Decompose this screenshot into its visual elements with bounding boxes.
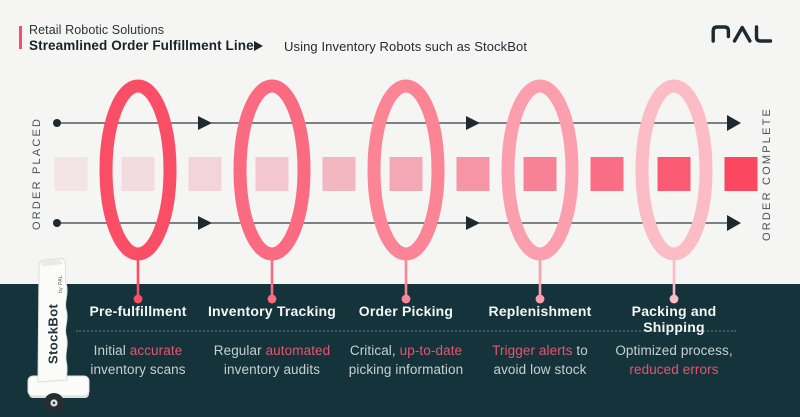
page-title: Streamlined Order Fulfillment Line bbox=[29, 38, 254, 53]
flow-arrowheads bbox=[198, 115, 741, 231]
header-eyebrow: Retail Robotic Solutions bbox=[29, 23, 165, 37]
stage-title: Replenishment bbox=[488, 303, 592, 319]
flow-start-dots bbox=[53, 119, 61, 227]
stage-title: Inventory Tracking bbox=[207, 303, 337, 319]
robot-wheel-axle bbox=[52, 401, 56, 405]
header: Retail Robotic Solutions Streamlined Ord… bbox=[29, 23, 254, 53]
logo-letter-a bbox=[732, 25, 752, 43]
stage-column-pre-fulfillment: Pre-fulfillment Initial accurate invento… bbox=[71, 303, 205, 379]
stage-column-inventory-tracking: Inventory Tracking Regular automated inv… bbox=[205, 303, 339, 379]
stage-column-packing-shipping: Packing and Shipping Optimized process, … bbox=[607, 303, 741, 379]
stage-description: Initial accurate inventory scans bbox=[90, 343, 186, 377]
order-complete-label: ORDER COMPLETE bbox=[761, 106, 773, 242]
stage-title: Pre-fulfillment bbox=[89, 303, 187, 319]
play-triangle-icon bbox=[254, 41, 263, 51]
flow-lines bbox=[57, 122, 734, 224]
panel-dotted-separator bbox=[76, 330, 736, 332]
pal-logo bbox=[711, 25, 773, 43]
stage-description: Trigger alerts to avoid low stock bbox=[492, 343, 588, 377]
stockbot-robot-illustration: by PAL StockBot bbox=[27, 257, 90, 413]
header-subtitle: Using Inventory Robots such as StockBot bbox=[284, 39, 528, 54]
bottom-panel bbox=[0, 284, 800, 417]
logo-letter-p bbox=[711, 25, 731, 43]
robot-top-face bbox=[40, 259, 63, 267]
robot-byline: by PAL bbox=[58, 275, 64, 293]
conveyor-squares bbox=[54, 157, 758, 191]
stage-description: Optimized process, reduced errors bbox=[615, 343, 733, 377]
stage-column-order-picking: Order Picking Critical, up-to-date picki… bbox=[339, 303, 473, 379]
stage-title: Order Picking bbox=[358, 303, 454, 319]
stage-columns: Pre-fulfillment Initial accurate invento… bbox=[71, 303, 741, 379]
logo-letter-l bbox=[754, 25, 773, 43]
stage-column-replenishment: Replenishment Trigger alerts to avoid lo… bbox=[473, 303, 607, 379]
order-placed-label: ORDER PLACED bbox=[31, 116, 43, 230]
robot-name: StockBot bbox=[46, 303, 61, 364]
stage-description: Critical, up-to-date picking information bbox=[348, 343, 464, 377]
header-accent-bar bbox=[19, 26, 22, 49]
robot-tower bbox=[37, 257, 68, 383]
stage-description: Regular automated inventory audits bbox=[213, 343, 331, 377]
stage-title: Packing and Shipping bbox=[631, 303, 717, 335]
stage-rings bbox=[99, 79, 713, 261]
